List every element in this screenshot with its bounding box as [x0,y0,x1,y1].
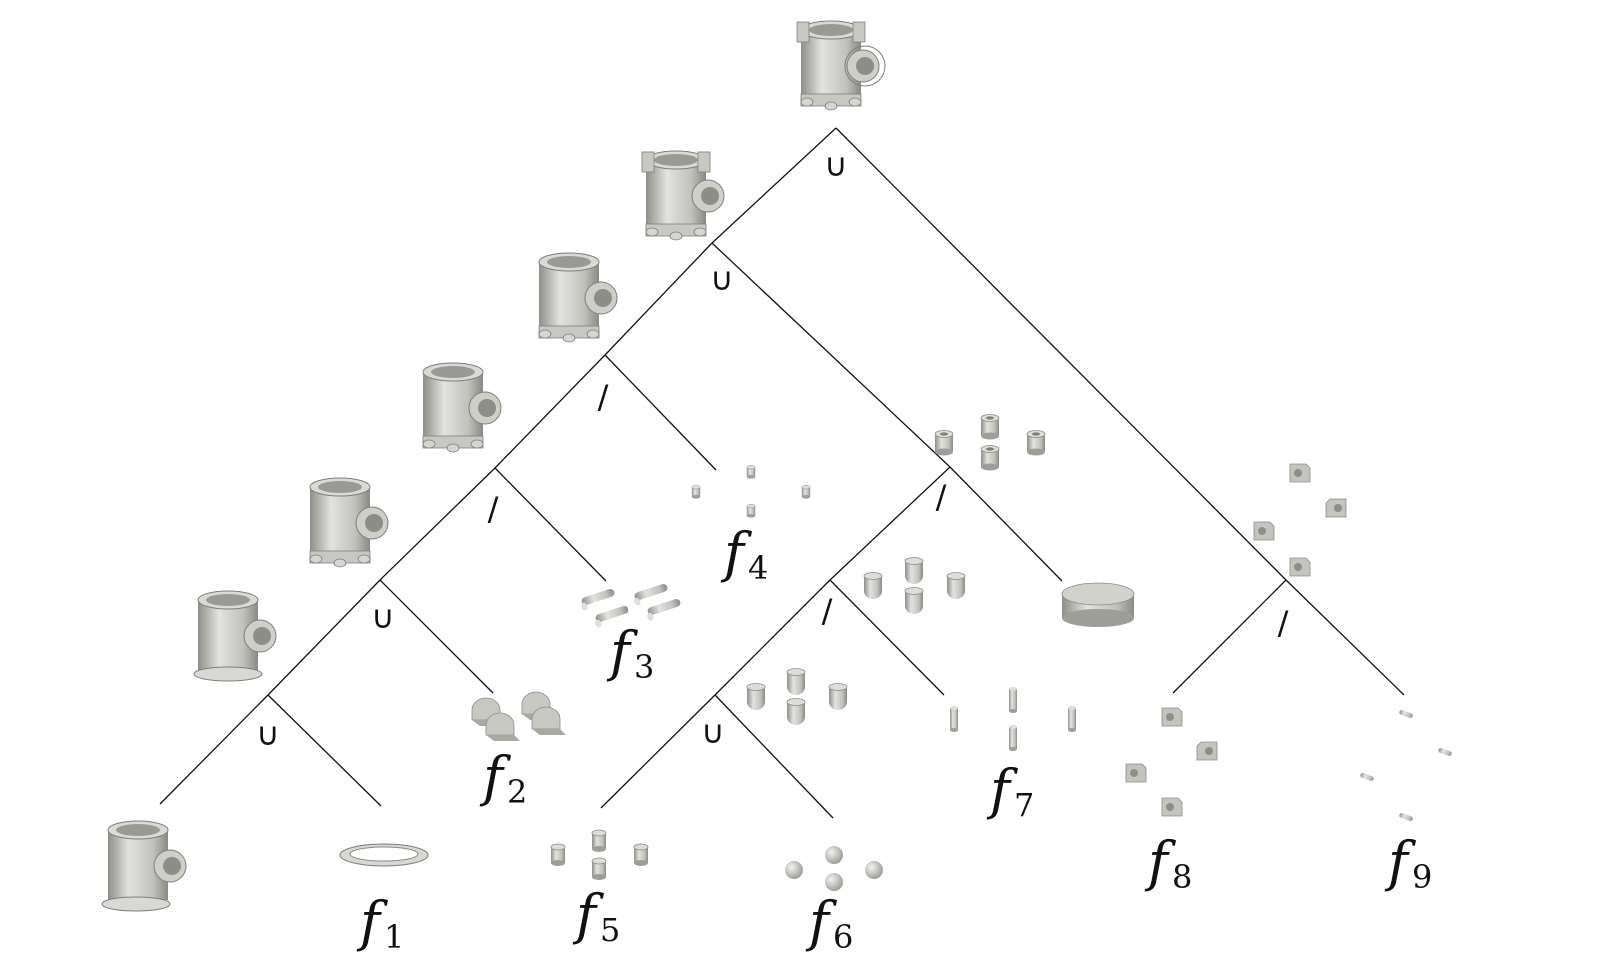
part-root-full [796,20,886,111]
feature-capsules-upper [863,557,966,615]
feature-f9-tiny-pins [1359,709,1453,822]
operator-e: ∪ [256,715,279,753]
feature-f4-studs [691,465,811,518]
feature-f7-posts [950,687,1076,751]
operator-d: ∪ [371,598,394,636]
feature-f8-lugs [1125,707,1218,817]
feature-disc [1061,582,1135,627]
part-base-tee [101,820,187,912]
part-level-1 [641,150,725,241]
operator-b: / [598,378,609,416]
feature-f1-ring [339,843,429,867]
feature-capsules-lower [746,668,848,726]
part-level-3 [422,362,502,453]
operator-a: ∪ [710,260,733,298]
operator-labels: ∪ ∪ / / ∪ ∪ / / ∪ / [256,146,1288,753]
part-level-5 [193,590,277,682]
operator-root: ∪ [824,146,847,184]
operator-f: / [936,478,947,516]
part-level-2 [538,252,618,343]
tree-edges [159,127,1405,819]
operator-h: ∪ [701,713,724,751]
feature-f6-spheres [785,846,883,891]
operator-c: / [488,490,499,528]
feature-f2-saddles [471,691,567,742]
feature-bushings-upper [934,414,1046,471]
feature-f3-pins [580,582,682,629]
feature-f5-cylinders [550,829,649,881]
operator-i: / [1278,604,1289,642]
feature-lugs-upper [1253,463,1347,577]
operator-g: / [822,592,833,630]
part-level-4 [309,477,389,568]
